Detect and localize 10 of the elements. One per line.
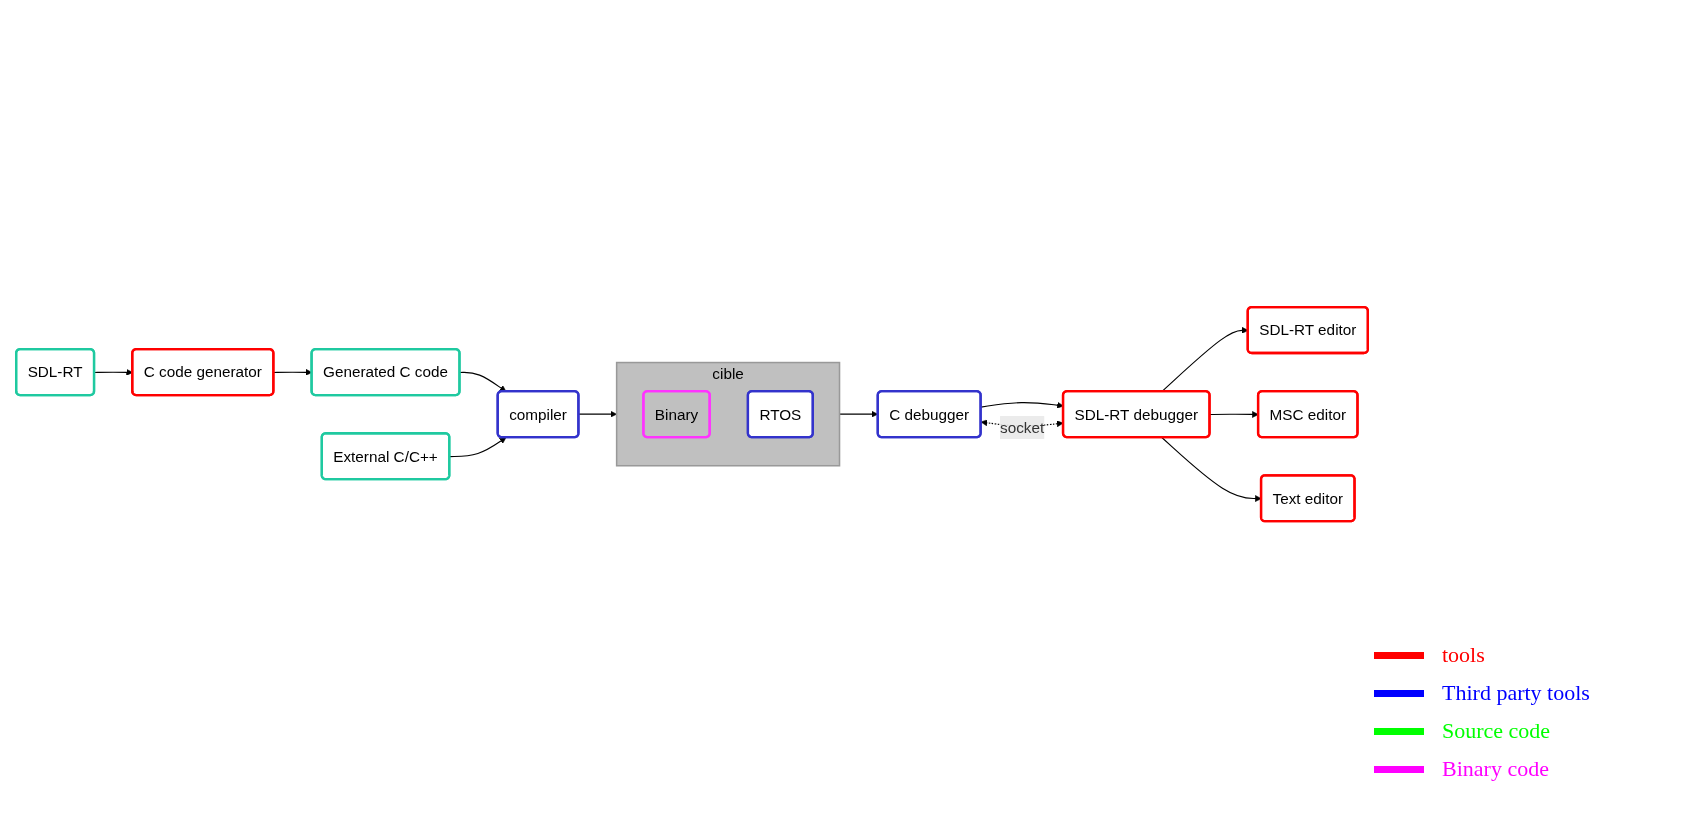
arrow (980, 401, 1064, 409)
legend-text: Source code (1442, 718, 1551, 744)
arrow (449, 437, 507, 457)
legend-text: Third party tools (1442, 680, 1590, 706)
arrow (1209, 410, 1259, 418)
edge-label: socket (1000, 418, 1045, 436)
arrow (459, 371, 507, 392)
arrow (1161, 436, 1262, 502)
legend-text: tools (1442, 642, 1485, 668)
legend-text: Binary code (1442, 756, 1549, 782)
